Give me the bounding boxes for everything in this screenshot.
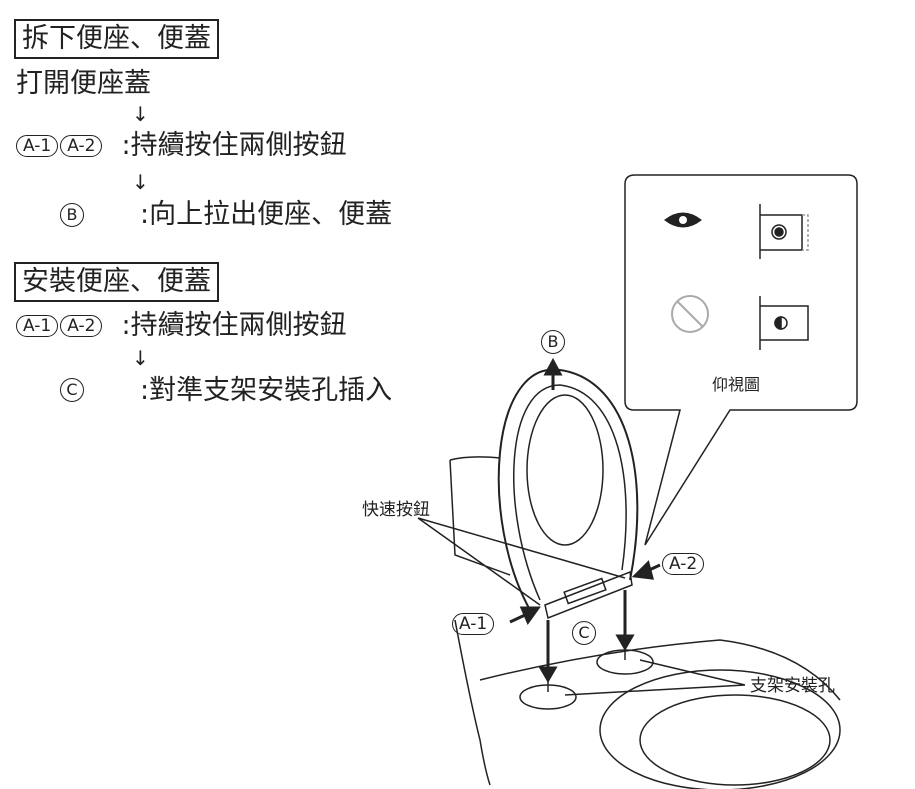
label-a1: A-1: [16, 315, 59, 337]
prohibited-icon: [671, 295, 709, 333]
remove-step-pull-up: :向上拉出便座、便蓋: [140, 199, 393, 230]
illus-label-a1: A-1: [452, 613, 496, 635]
label-a2: A-2: [60, 315, 103, 337]
eye-icon: [664, 212, 702, 228]
illus-label-b: B: [541, 330, 565, 354]
bracket-hole-label: 支架安裝孔: [750, 676, 835, 696]
illus-label-c: C: [572, 621, 596, 645]
callout-box: [624, 174, 858, 546]
down-arrow-icon: ↓: [132, 170, 149, 194]
label-b: B: [60, 203, 84, 227]
bottom-view-caption: 仰視圖: [712, 375, 761, 394]
step-text: :持續按住兩側按鈕: [121, 310, 347, 341]
step-text: :持續按住兩側按鈕: [121, 130, 347, 161]
button-view-correct-icon: [759, 204, 809, 259]
label-c: C: [60, 378, 84, 402]
install-section-title: 安裝便座、便蓋: [14, 262, 219, 302]
button-view-incorrect-icon: [759, 296, 809, 350]
illus-label-a2: A-2: [662, 553, 706, 575]
down-arrow-icon: ↓: [132, 102, 149, 126]
label-a2: A-2: [60, 135, 103, 157]
remove-step-open-lid: 打開便座蓋: [16, 68, 151, 99]
install-step-insert: :對準支架安裝孔插入: [140, 375, 393, 406]
down-arrow-icon: ↓: [132, 346, 149, 370]
remove-section-title: 拆下便座、便蓋: [14, 19, 219, 59]
quick-button-label: 快速按鈕: [362, 500, 430, 520]
label-a1: A-1: [16, 135, 59, 157]
